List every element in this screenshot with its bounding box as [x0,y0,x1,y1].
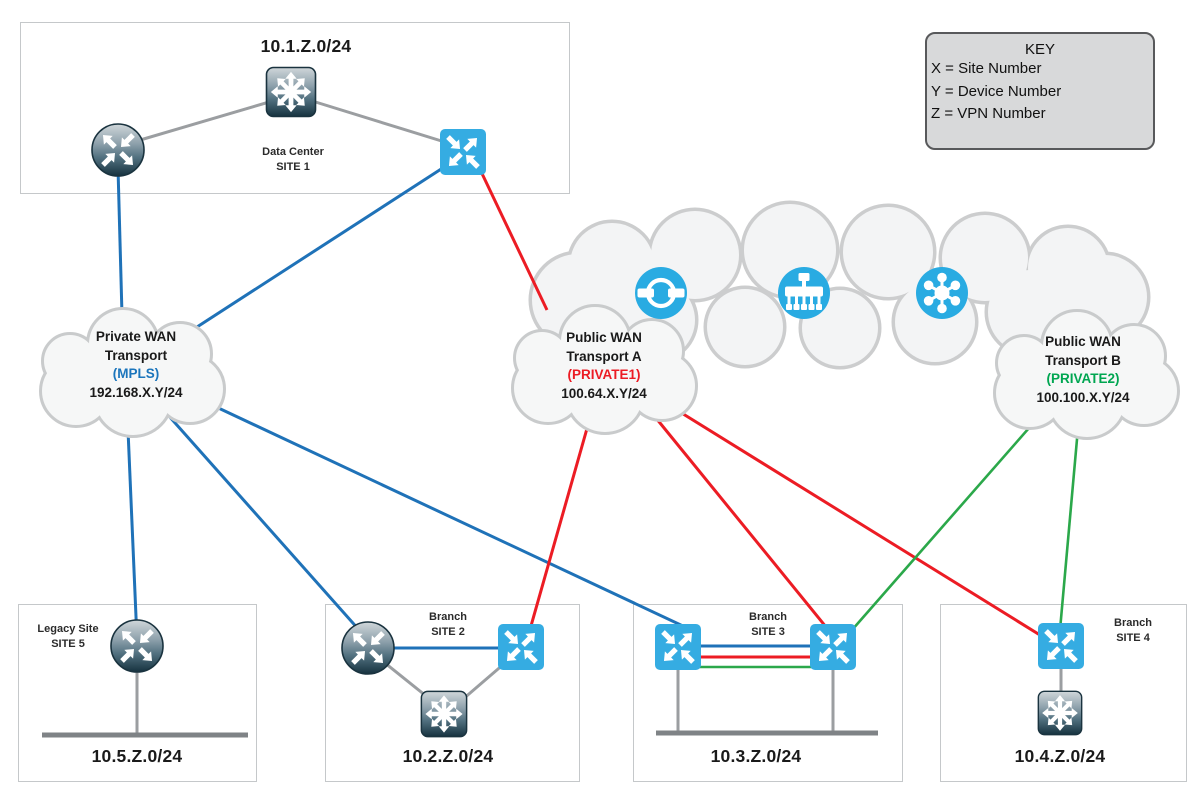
public-wan-b-subnet: 100.100.X.Y/24 [1036,389,1130,405]
key-line-y: Y = Device Number [931,82,1062,100]
site1-label-line2: SITE 1 [276,161,310,173]
management-console-icon [778,267,830,319]
site4-label-line2: SITE 4 [1116,632,1150,644]
orchestrator-ring-icon [634,266,688,320]
site2-subnet: 10.2.Z.0/24 [402,746,494,766]
site3-label-line2: SITE 3 [751,626,785,638]
public-wan-b-label: Public WAN Transport B (PRIVATE2) 100.10… [998,333,1168,407]
public-wan-a-name-line1: Public WAN [566,330,642,345]
key-line-x: X = Site Number [931,60,1042,77]
transport-links [116,160,1080,669]
mpls-link-site3 [211,403,701,636]
site1-subnet: 10.1.Z.0/24 [260,36,352,56]
private-wan-name-line1: Private WAN [95,329,177,344]
site5-label-line2: SITE 5 [51,638,85,650]
public-wan-a-tag: (PRIVATE1) [567,367,641,382]
site5-label-line1: Legacy Site [37,623,99,635]
site2-label: Branch SITE 2 [388,610,508,640]
key-title: KEY [1024,41,1055,58]
key-line-z: Z = VPN Number [931,105,1046,122]
site3-label: Branch SITE 3 [708,610,828,640]
hub-spoke-controller-icon [915,266,969,320]
site2-label-line2: SITE 2 [431,626,465,638]
layer3-switch-icon [265,66,317,118]
site3-subnet: 10.3.Z.0/24 [710,746,802,766]
site3-label-line1: Branch [749,611,787,623]
sdwan-edge-icon [439,128,487,176]
private-wan-name-line2: Transport [104,347,168,363]
site1-label-line1: Data Center [262,146,324,158]
site1-label: Data Center SITE 1 [223,145,363,175]
public-wan-a-subnet: 100.64.X.Y/24 [561,385,647,401]
public-wan-b-name-line1: Public WAN [1045,334,1121,349]
layer3-switch-icon [420,690,468,738]
site4-label-line1: Branch [1114,617,1152,629]
sdwan-edge-icon [654,623,702,671]
public-wan-a-name-line2: Transport A [566,348,642,364]
private2-link-site4 [1058,427,1080,631]
site5-subnet: 10.5.Z.0/24 [91,746,183,766]
site5-label: Legacy Site SITE 5 [18,622,118,652]
private-wan-tag: (MPLS) [112,366,160,381]
public-wan-a-label: Public WAN Transport A (PRIVATE1) 100.64… [519,329,689,403]
public-wan-b-tag: (PRIVATE2) [1046,371,1120,386]
private2-link-site3 [851,419,1037,631]
site4-subnet: 10.4.Z.0/24 [1014,746,1106,766]
router-icon [90,122,146,178]
public-wan-b-name-line2: Transport B [1045,352,1121,368]
key-legend: KEY X = Site Number Y = Device Number Z … [925,32,1155,150]
private-wan-subnet: 192.168.X.Y/24 [89,384,183,400]
private-wan-label: Private WAN Transport (MPLS) 192.168.X.Y… [51,328,221,402]
site4-label: Branch SITE 4 [1073,616,1193,646]
layer3-switch-icon [1037,690,1083,736]
site2-label-line1: Branch [429,611,467,623]
